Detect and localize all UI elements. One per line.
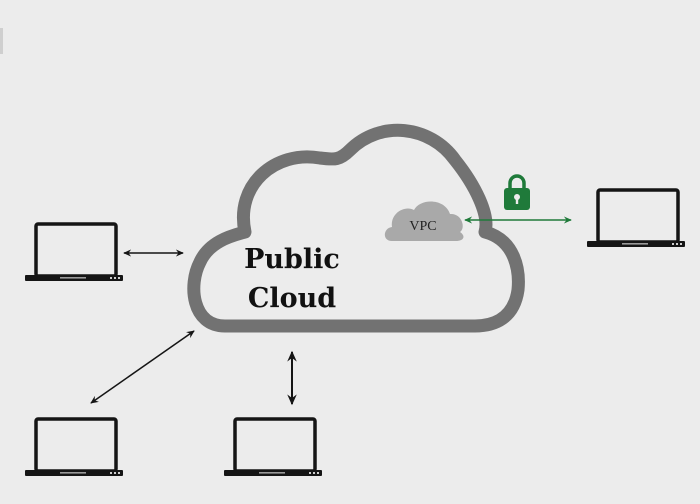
- lock-icon: [504, 174, 530, 210]
- connection-arrow-bottom-left: [90, 330, 195, 404]
- laptop-right-icon: [585, 188, 687, 249]
- vpc-label: VPC: [409, 219, 436, 234]
- cloud-label-line2: Cloud: [248, 283, 336, 314]
- edge-mark: [0, 28, 3, 54]
- public-cloud-shape: [187, 123, 525, 333]
- laptop-bottom-left-icon: [23, 417, 125, 478]
- vpc-cloud: VPC: [384, 201, 464, 241]
- laptop-left-icon: [23, 222, 125, 283]
- laptop-bottom-center-icon: [222, 417, 324, 478]
- cloud-label-line1: Public: [244, 244, 340, 275]
